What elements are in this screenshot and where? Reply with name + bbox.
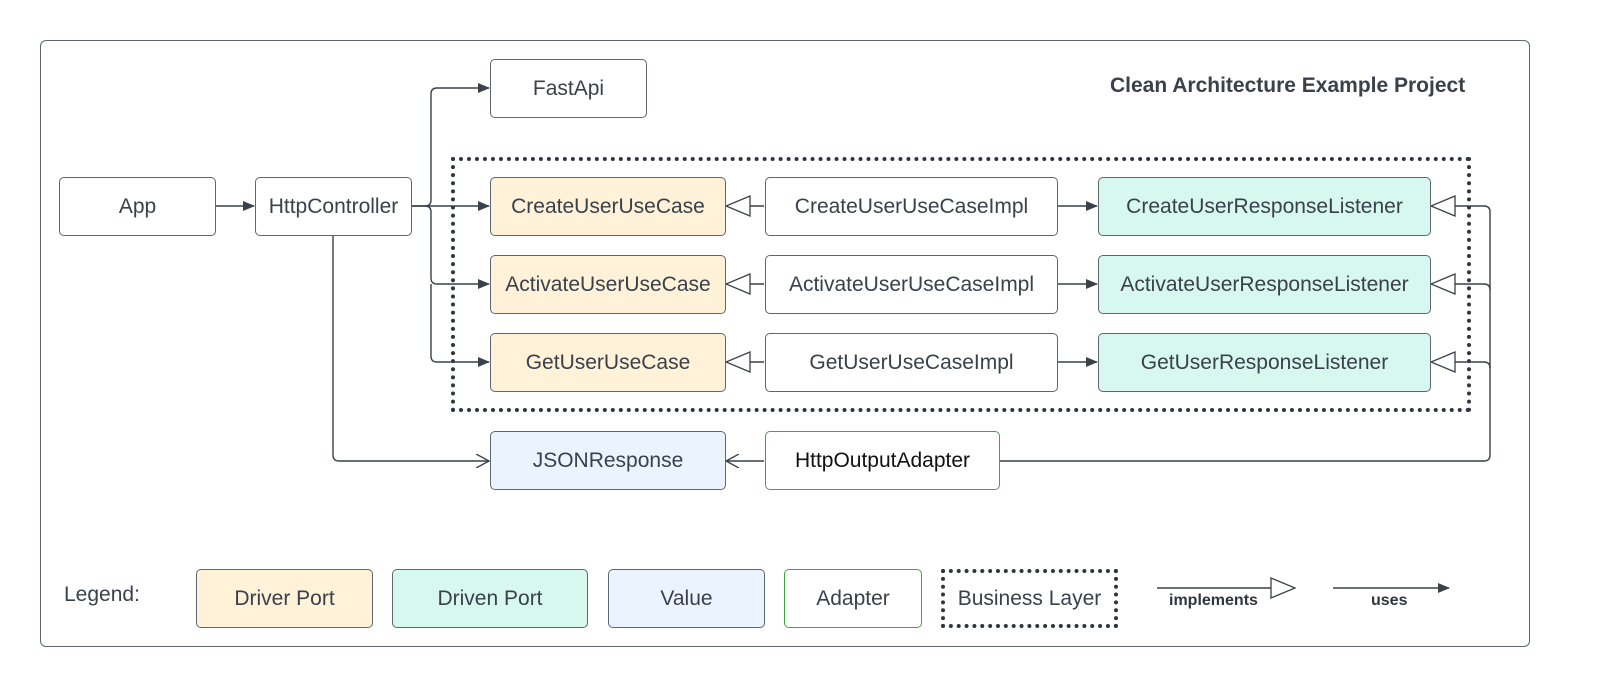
- node-get-user-response-listener: GetUserResponseListener: [1098, 333, 1431, 392]
- legend-uses-label: uses: [1371, 592, 1408, 609]
- node-get-user-use-case: GetUserUseCase: [490, 333, 726, 392]
- node-fastapi: FastApi: [490, 59, 647, 118]
- legend-value: Value: [608, 569, 765, 628]
- edge-adapter-get-listener: [1431, 362, 1491, 368]
- edge-adapter-create-listener: [1000, 206, 1491, 462]
- node-activate-user-response-listener: ActivateUserResponseListener: [1098, 255, 1431, 314]
- legend-driver-port: Driver Port: [196, 569, 373, 628]
- legend-business-layer: Business Layer: [941, 569, 1118, 628]
- node-http-output-adapter: HttpOutputAdapter: [765, 431, 1000, 490]
- node-app: App: [59, 177, 216, 236]
- edge-controller-json: [332, 236, 489, 461]
- legend-adapter: Adapter: [784, 569, 922, 628]
- diagram-title: Clean Architecture Example Project: [1110, 74, 1466, 97]
- node-create-user-use-case: CreateUserUseCase: [490, 177, 726, 236]
- node-create-user-response-listener: CreateUserResponseListener: [1098, 177, 1431, 236]
- node-get-user-use-case-impl: GetUserUseCaseImpl: [765, 333, 1058, 392]
- node-json-response: JSONResponse: [490, 431, 726, 490]
- node-activate-user-use-case-impl: ActivateUserUseCaseImpl: [765, 255, 1058, 314]
- edge-controller-fastapi: [412, 83, 490, 207]
- node-activate-user-use-case: ActivateUserUseCase: [490, 255, 726, 314]
- legend-implements-label: implements: [1169, 592, 1258, 609]
- node-http-controller: HttpController: [255, 177, 412, 236]
- diagram-frame: [40, 40, 1530, 647]
- legend-label: Legend:: [64, 583, 140, 606]
- edge-adapter-activate-listener: [1431, 284, 1491, 290]
- edge-controller-get: [430, 284, 490, 367]
- legend-driven-port: Driven Port: [392, 569, 588, 628]
- edge-controller-activate: [424, 205, 490, 289]
- node-create-user-use-case-impl: CreateUserUseCaseImpl: [765, 177, 1058, 236]
